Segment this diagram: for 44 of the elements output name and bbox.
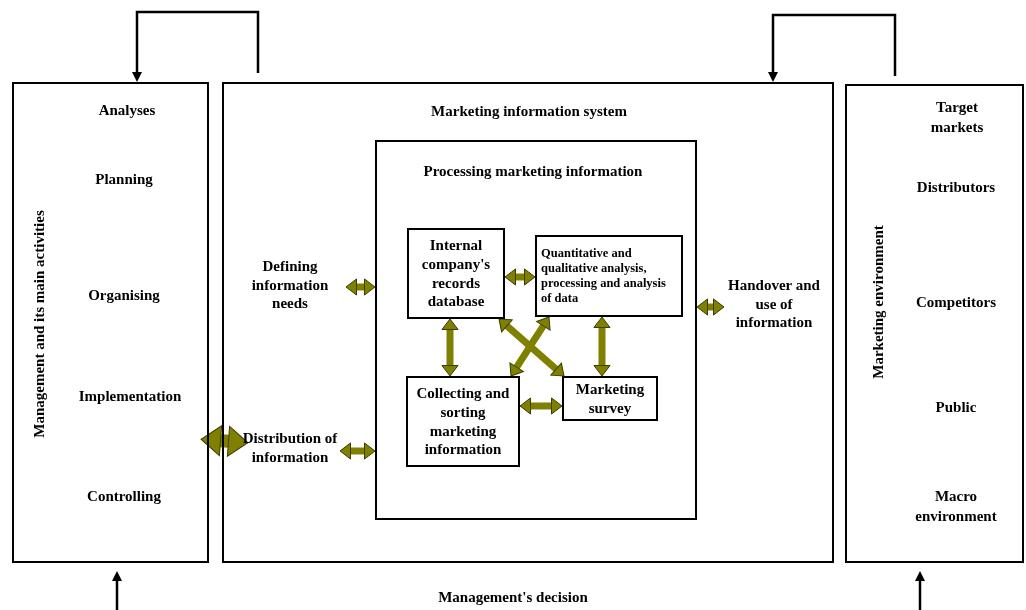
panel-heading: Management and its main activities: [30, 210, 49, 438]
step-label: Distribution of information: [241, 429, 339, 467]
environment-panel: [845, 84, 1024, 563]
arrow: [915, 571, 925, 610]
double-arrow: [339, 442, 376, 460]
activity-label: Implementation: [78, 387, 182, 407]
processing-panel: [375, 140, 697, 520]
process-box: [407, 228, 505, 319]
process-box: [406, 376, 520, 467]
factor-label: Distributors: [916, 178, 996, 198]
double-arrow: [696, 298, 725, 316]
step-label: Handover and use of information: [727, 275, 821, 333]
arrow: [112, 571, 122, 610]
box-label: Internal company's records database: [420, 236, 492, 311]
factor-label: Public: [935, 398, 977, 418]
double-arrow: [519, 397, 563, 415]
process-box: [562, 376, 658, 421]
panel-heading: Processing marketing information: [423, 162, 643, 182]
factor-label: Competitors: [916, 293, 996, 313]
activity-label: Analyses: [98, 101, 156, 121]
arrow: [132, 10, 260, 82]
process-box: [535, 235, 683, 317]
double-arrow: [593, 316, 611, 377]
activities-panel: [12, 82, 209, 563]
factor-label: Macro environment: [914, 486, 998, 525]
activity-label: Organising: [88, 286, 160, 306]
system-panel: [222, 82, 834, 563]
arrow: [768, 13, 897, 82]
panel-heading: Marketing environment: [869, 225, 888, 379]
double-arrow: [509, 316, 551, 377]
activity-label: Controlling: [87, 487, 161, 507]
activity-label: Planning: [95, 170, 153, 190]
double-arrow: [200, 425, 249, 457]
panel-heading: Marketing information system: [431, 102, 627, 122]
factor-label: Target markets: [929, 97, 985, 136]
double-arrow: [345, 278, 376, 296]
double-arrow: [441, 318, 459, 377]
decision-label: Management's decision: [438, 588, 588, 606]
double-arrow: [504, 268, 536, 286]
box-label: Quantitative and qualitative analysis, processing and analysis of data: [540, 246, 667, 306]
box-label: Collecting and sorting marketing information: [415, 384, 511, 459]
box-label: Marketing survey: [574, 379, 646, 418]
step-label: Defining information needs: [250, 256, 330, 314]
double-arrow: [498, 318, 565, 377]
